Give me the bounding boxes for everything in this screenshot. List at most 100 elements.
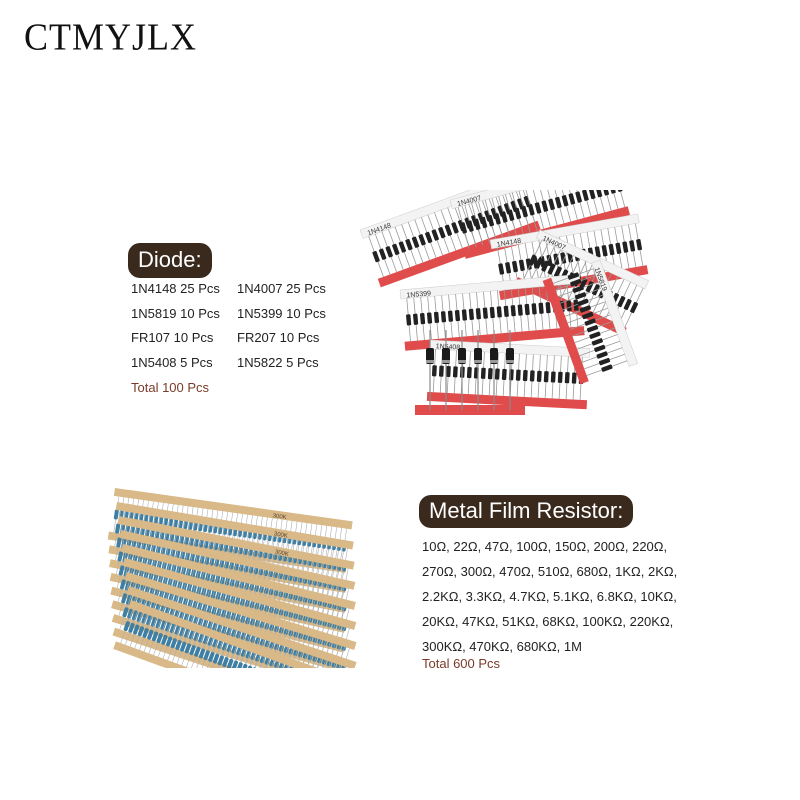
diode-body xyxy=(609,190,616,194)
resistor-body xyxy=(231,660,239,668)
diode-body xyxy=(561,195,569,207)
diode-body xyxy=(405,238,413,251)
diode-body xyxy=(536,370,542,382)
paper-tape xyxy=(126,586,357,668)
resistor-body xyxy=(197,600,203,611)
diode-body xyxy=(500,211,508,223)
diode-body xyxy=(615,190,623,192)
resistor-line: 270Ω, 300Ω, 470Ω, 510Ω, 680Ω, 1KΩ, 2KΩ, xyxy=(422,564,678,579)
diode-body xyxy=(398,241,407,253)
red-tape xyxy=(542,277,589,385)
resistor-body xyxy=(188,629,195,640)
resistor-body xyxy=(208,651,215,662)
diode-body xyxy=(541,260,550,272)
resistor-body xyxy=(222,657,229,668)
resistor-body xyxy=(131,610,139,621)
diode-body xyxy=(447,310,454,322)
diode-body xyxy=(560,252,567,264)
diode-body xyxy=(541,200,549,212)
resistor-body xyxy=(147,629,154,640)
diode-body xyxy=(529,370,535,382)
resistor-body xyxy=(150,616,158,627)
diode-body xyxy=(521,205,528,218)
diode-body xyxy=(528,254,537,266)
diode-body xyxy=(602,190,610,196)
diode-body xyxy=(550,371,556,383)
resistor-body xyxy=(142,628,149,638)
diode-body xyxy=(630,301,639,314)
resistor-body xyxy=(113,509,119,520)
diode-label: 1N4148 xyxy=(496,238,521,249)
paper-tape xyxy=(591,259,638,367)
resistor-body xyxy=(201,602,208,613)
diode-body xyxy=(582,311,594,320)
diode-strip: 1N4148 xyxy=(359,190,541,288)
paper-tape xyxy=(121,544,356,610)
diode-foreground xyxy=(415,330,525,415)
diode-body xyxy=(507,209,515,221)
paper-tape xyxy=(535,229,650,290)
resistor-body xyxy=(174,624,181,635)
diode-lead xyxy=(599,190,612,211)
resistor-body xyxy=(124,580,131,591)
diode-body xyxy=(461,309,468,321)
diode-label: 1N5399 xyxy=(406,290,431,299)
resistor-lead xyxy=(299,655,312,668)
paper-tape xyxy=(399,274,581,300)
diode-body xyxy=(426,312,433,324)
diode-body xyxy=(480,367,486,379)
brand-logo: CTMYJLX xyxy=(24,16,198,58)
diode-body xyxy=(636,239,643,251)
diode-body xyxy=(487,368,493,380)
diode-body xyxy=(431,229,439,241)
resistor-lead xyxy=(309,658,322,668)
resistor-lead xyxy=(261,660,275,668)
diode-body xyxy=(467,220,474,232)
diode-body xyxy=(494,368,500,380)
diode-band xyxy=(474,360,482,363)
resistor-values: 10Ω, 22Ω, 47Ω, 100Ω, 150Ω, 200Ω, 220Ω, 2… xyxy=(422,534,712,659)
diode-strip: 1N5819 xyxy=(542,259,638,385)
diode-body xyxy=(522,369,528,382)
diode-body xyxy=(411,236,420,248)
resistor-body xyxy=(198,648,206,659)
diode-item: 1N4007 25 Pcs xyxy=(237,281,326,296)
diode-body xyxy=(570,278,582,287)
resistor-body xyxy=(116,537,122,548)
resistor-lead xyxy=(290,652,303,668)
resistor-body xyxy=(184,643,192,654)
diode-body xyxy=(523,195,532,208)
resistor-line: 20KΩ, 47KΩ, 51KΩ, 68KΩ, 100KΩ, 220KΩ, xyxy=(422,614,674,629)
diode-body xyxy=(419,313,426,325)
resistor-body xyxy=(117,551,123,562)
paper-tape xyxy=(115,502,354,550)
resistor-line: 2.2KΩ, 3.3KΩ, 4.7KΩ, 5.1KΩ, 6.8KΩ, 10KΩ, xyxy=(422,589,677,604)
resistor-body xyxy=(156,633,163,644)
paper-tape xyxy=(112,627,343,668)
diode-body xyxy=(418,234,426,246)
diode-body xyxy=(406,314,412,326)
resistor-body xyxy=(122,607,129,618)
diode-body xyxy=(515,369,521,381)
diode-body xyxy=(487,215,495,227)
diode-lead xyxy=(606,190,619,209)
red-tape xyxy=(426,391,588,410)
resistor-body xyxy=(203,650,210,661)
diode-row: 1N5408 5 Pcs 1N5822 5 Pcs xyxy=(131,355,326,380)
diode-body xyxy=(548,198,555,211)
resistor-body xyxy=(207,635,214,646)
resistor-body xyxy=(180,641,187,652)
resistor-body xyxy=(217,655,224,666)
diode-band xyxy=(442,360,450,363)
resistor-body xyxy=(203,634,210,645)
diode-body xyxy=(608,243,615,256)
diode-body xyxy=(438,227,446,239)
diode-body xyxy=(582,190,589,201)
resistor-body xyxy=(198,632,205,643)
diode-total: Total 100 Pcs xyxy=(131,380,210,395)
resistor-total: Total 600 Pcs xyxy=(422,656,501,671)
resistor-body xyxy=(161,634,168,645)
resistor-lead xyxy=(237,651,251,668)
diode-body xyxy=(480,216,488,229)
